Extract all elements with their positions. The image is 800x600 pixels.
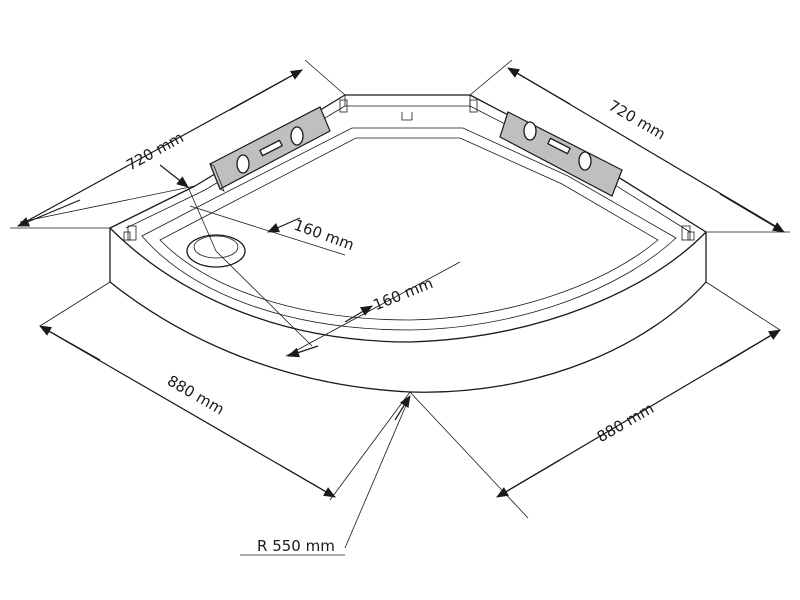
tray-basin-inner [159,137,659,321]
corner-bracket-right [681,225,695,241]
spirit-level-left [209,106,331,192]
dim-radius: R 550 mm [240,395,411,556]
back-notch [401,112,413,121]
label-top-left-width: 720 mm [123,128,186,174]
tray-basin [141,127,677,331]
shower-tray [109,94,707,393]
label-bottom-right-width: 880 mm [594,399,657,446]
label-radius: R 550 mm [257,537,335,555]
spirit-level-right [499,111,623,197]
corner-bracket-left [123,225,137,241]
corner-bracket-back-left [339,99,348,113]
label-bottom-left-width: 880 mm [164,372,227,419]
label-top-right-width: 720 mm [605,96,668,143]
corner-bracket-back-right [469,99,478,113]
